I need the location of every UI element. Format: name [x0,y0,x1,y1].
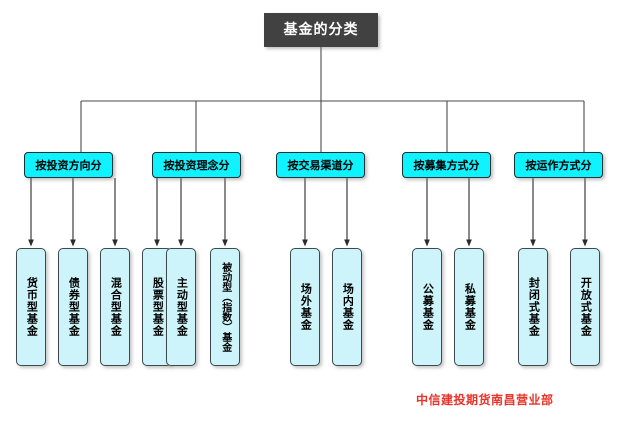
leaf-node-passive-index-fund[interactable]: 被动型（指数）基金 [210,248,240,366]
leaf-label: 公募基金 [421,283,435,331]
category-label: 按投资理念分 [163,158,230,172]
leaf-label: 场外基金 [299,283,313,331]
leaf-label: 被动型（指数）基金 [219,262,231,352]
root-node-fund-classification[interactable]: 基金的分类 [264,13,378,47]
category-node-by-operation-method[interactable]: 按运作方式分 [514,152,603,178]
leaf-node-hybrid-fund[interactable]: 混合型基金 [100,248,130,366]
category-node-by-investment-philosophy[interactable]: 按投资理念分 [152,152,241,178]
category-label: 按投资方向分 [35,158,102,172]
leaf-node-exchange-traded-fund[interactable]: 场内基金 [332,248,362,366]
category-node-by-trading-channel[interactable]: 按交易渠道分 [276,152,365,178]
leaf-label: 主动型基金 [175,277,189,337]
leaf-label: 混合型基金 [109,277,123,337]
category-label: 按运作方式分 [525,158,592,172]
leaf-node-bond-fund[interactable]: 债券型基金 [58,248,88,366]
root-node-label: 基金的分类 [283,22,359,38]
leaf-node-open-end-fund[interactable]: 开放式基金 [570,248,600,366]
leaf-node-private-offering-fund[interactable]: 私募基金 [454,248,484,366]
category-node-by-raising-method[interactable]: 按募集方式分 [402,152,491,178]
leaf-label: 股票型基金 [151,277,165,337]
leaf-node-active-fund[interactable]: 主动型基金 [166,248,196,366]
leaf-node-public-offering-fund[interactable]: 公募基金 [412,248,442,366]
leaf-label: 债券型基金 [67,277,81,337]
category-label: 按募集方式分 [413,158,480,172]
leaf-node-closed-end-fund[interactable]: 封闭式基金 [518,248,548,366]
footer-watermark: 中信建投期货南昌营业部 [416,393,554,407]
leaf-node-money-market-fund[interactable]: 货币型基金 [16,248,46,366]
leaf-label: 封闭式基金 [527,277,541,337]
category-node-by-investment-direction[interactable]: 按投资方向分 [24,152,113,178]
leaf-label: 场内基金 [341,283,355,331]
leaf-node-otc-fund[interactable]: 场外基金 [290,248,320,366]
leaf-label: 私募基金 [463,283,477,331]
leaf-label: 开放式基金 [579,277,593,337]
category-label: 按交易渠道分 [287,158,354,172]
leaf-label: 货币型基金 [25,277,39,337]
